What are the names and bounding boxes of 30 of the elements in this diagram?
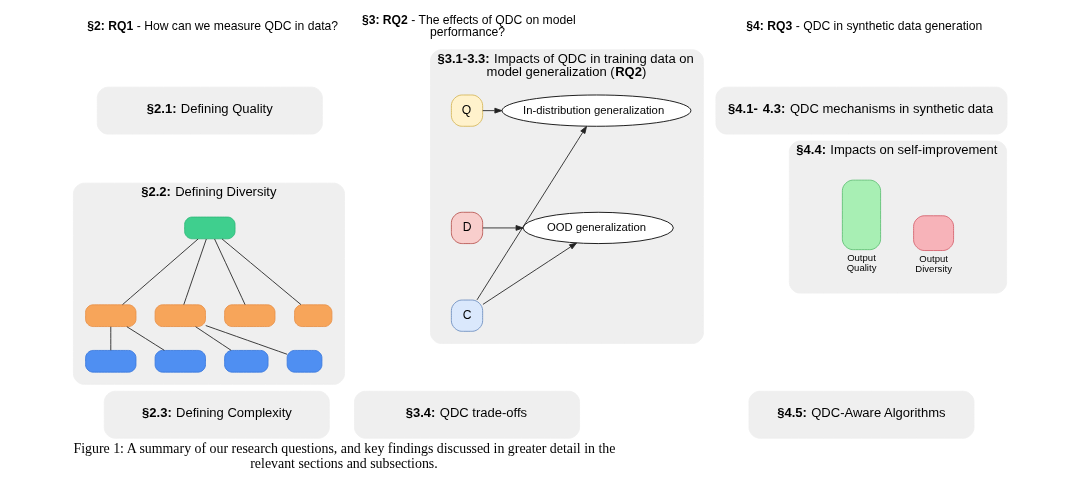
connector xyxy=(122,238,199,306)
label: §2: RQ1 - How can we measure QDC in data? xyxy=(87,18,339,33)
node-box xyxy=(294,304,333,327)
label: §3: RQ2 - The effects of QDC on model performance? xyxy=(361,12,576,40)
node-box xyxy=(224,304,276,327)
connector xyxy=(110,326,112,351)
connector xyxy=(126,326,165,351)
node-box xyxy=(154,350,206,373)
connector xyxy=(183,238,207,306)
node-label: Output Quality xyxy=(846,251,877,274)
arrow xyxy=(482,107,503,114)
node-box xyxy=(286,350,323,373)
arrow xyxy=(482,225,524,231)
connector xyxy=(195,326,232,351)
label: §4: RQ3 - QDC in synthetic data generation xyxy=(746,18,983,33)
connector xyxy=(221,238,302,306)
node-box xyxy=(85,350,137,373)
node-box xyxy=(184,216,236,240)
node-label: Output Diversity xyxy=(915,252,952,275)
node-box xyxy=(154,304,206,327)
cluster: §2.2: Defining Diversity xyxy=(73,182,345,385)
node-box xyxy=(224,350,269,373)
arrow xyxy=(482,242,577,305)
node-ellipse: In-distribution generalization xyxy=(501,94,692,127)
node-ellipse: OOD generalization xyxy=(522,211,674,244)
connector xyxy=(205,325,288,355)
arrow xyxy=(476,125,587,301)
connector xyxy=(214,238,246,306)
caption: Figure 1: A summary of our research questions, and key findings discussed in greater detail in the relevant sections and subsections. xyxy=(73,440,616,472)
node-box xyxy=(85,304,137,327)
